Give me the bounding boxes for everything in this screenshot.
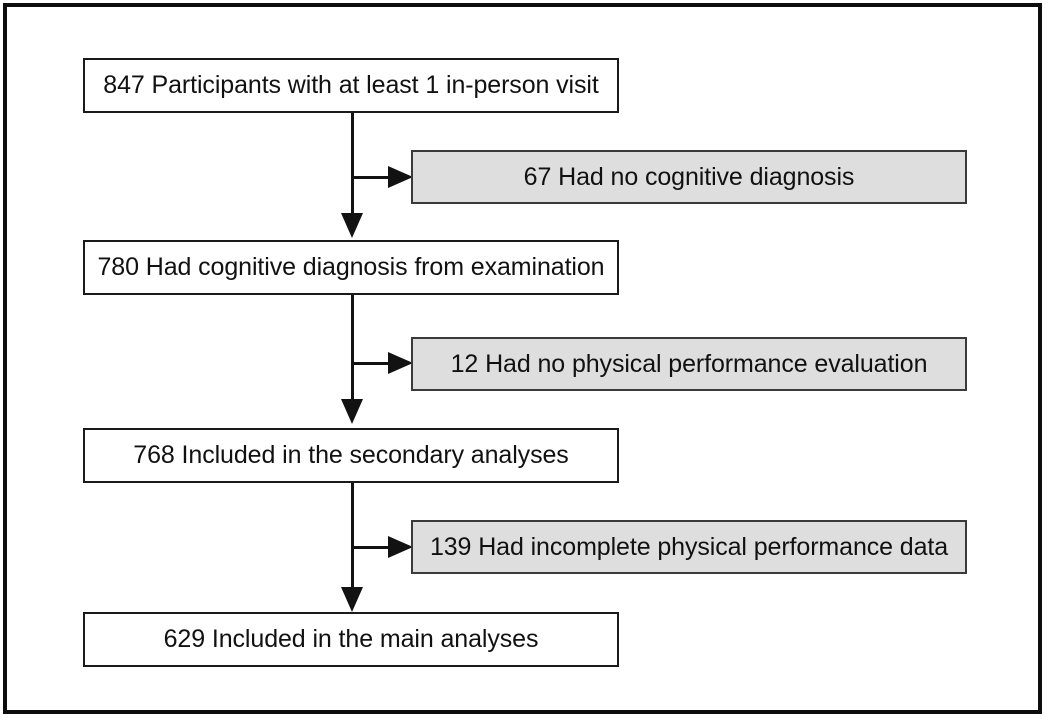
flow-node-diagnosed-label: 780 Had cognitive diagnosis from examina… — [97, 253, 605, 282]
arrow-down-enrolled-to-diagnosed — [341, 213, 363, 238]
connector-line-enrolled-to-diagnosed — [351, 113, 354, 218]
connector-line-secondary-to-main — [351, 483, 354, 591]
arrow-right-diagnosed-to-no-physical-eval — [388, 352, 413, 374]
arrow-right-secondary-to-incomplete-physical — [388, 536, 413, 558]
flow-node-incomplete-physical-label: 139 Had incomplete physical performance … — [429, 532, 949, 561]
flow-node-enrolled-label: 847 Participants with at least 1 in-pers… — [103, 71, 599, 100]
connector-line-diagnosed-to-secondary — [351, 295, 354, 403]
arrow-right-enrolled-to-no-diagnosis — [388, 166, 413, 188]
flow-node-diagnosed: 780 Had cognitive diagnosis from examina… — [83, 240, 619, 295]
flow-node-no-diagnosis: 67 Had no cognitive diagnosis — [411, 150, 967, 204]
connector-line-enrolled-to-no-diagnosis — [351, 176, 395, 179]
flow-node-secondary-label: 768 Included in the secondary analyses — [133, 441, 569, 470]
flow-node-main-label: 629 Included in the main analyses — [163, 625, 539, 654]
flow-node-secondary: 768 Included in the secondary analyses — [83, 428, 619, 483]
arrow-down-diagnosed-to-secondary — [341, 399, 363, 424]
flow-node-no-physical-eval: 12 Had no physical performance evaluatio… — [411, 337, 967, 391]
connector-line-secondary-to-incomplete-physical — [351, 546, 395, 549]
flow-node-incomplete-physical: 139 Had incomplete physical performance … — [411, 520, 967, 574]
arrow-down-secondary-to-main — [341, 587, 363, 612]
flow-node-no-physical-eval-label: 12 Had no physical performance evaluatio… — [450, 349, 928, 378]
connector-line-diagnosed-to-no-physical-eval — [351, 362, 395, 365]
flow-node-enrolled: 847 Participants with at least 1 in-pers… — [83, 58, 619, 113]
flow-node-main: 629 Included in the main analyses — [83, 612, 619, 667]
flow-node-no-diagnosis-label: 67 Had no cognitive diagnosis — [523, 162, 855, 191]
